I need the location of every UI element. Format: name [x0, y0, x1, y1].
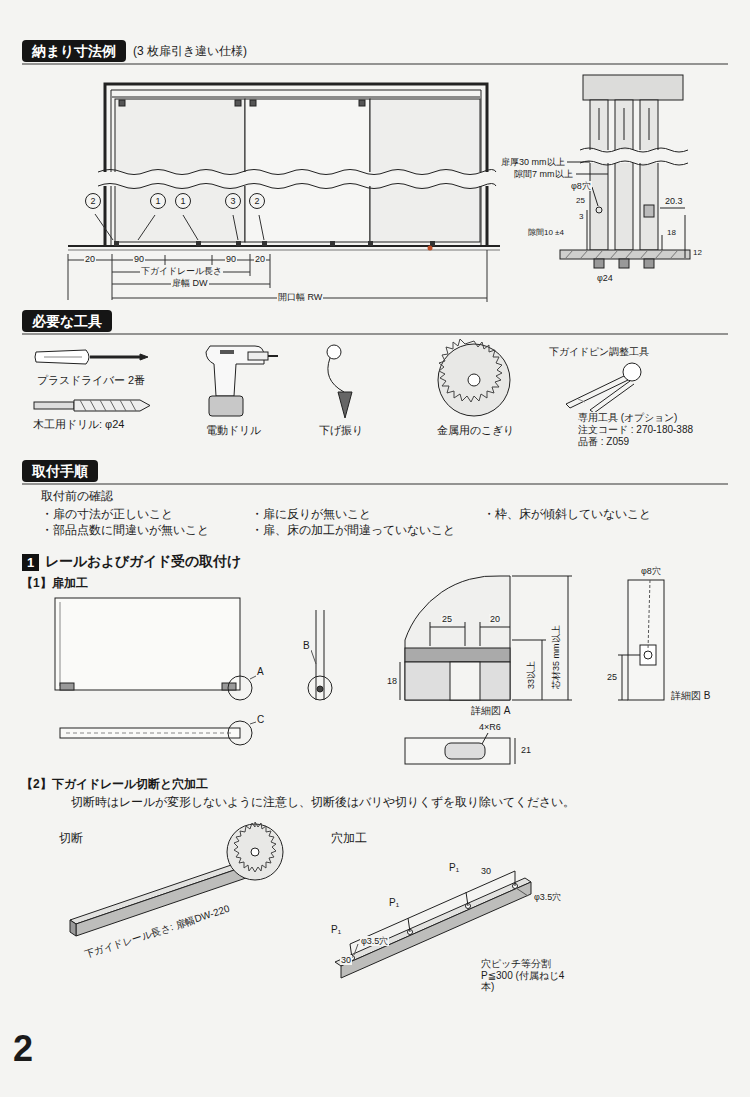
text-label: 20 [84, 254, 96, 264]
text-label: ・扉の寸法が正しいこと [40, 508, 174, 522]
node-text: 必要な工具 [32, 313, 102, 329]
detail-b [618, 580, 664, 700]
text-label: 90 [133, 254, 145, 264]
header-bar: 納まり寸法例 [22, 40, 126, 62]
text-label: 木工用ドリル: φ24 [32, 418, 125, 431]
section-heading: 1 レールおよびガイド受の取付け [22, 553, 241, 571]
text-label: 25 [606, 672, 618, 682]
text-label: 下ガイドレール長さ [140, 266, 223, 276]
text-label: 18 [386, 676, 398, 686]
text-label: 20.3 [664, 196, 684, 206]
node-text: 3 [230, 196, 235, 206]
node-text: 納まり寸法例 [32, 43, 116, 59]
text-label: 専用工具 (オプション) [577, 412, 678, 424]
text-label: P₁ [388, 897, 400, 909]
text-label: 隙間10 ±4 [527, 228, 565, 237]
text-label: 穴ピッチ等分割 P≦300 (付属ねじ4本) [480, 958, 574, 993]
text-label: ・扉、床の加工が間違っていないこと [250, 524, 456, 538]
text-label: 30 [340, 955, 352, 965]
text-label: 切断 [58, 832, 84, 846]
text-label: P₁ [330, 924, 342, 936]
text-label: 電動ドリル [205, 424, 262, 437]
node-text: 2 [90, 196, 95, 206]
text-label: 【1】扉加工 [20, 577, 89, 591]
text-label: B [302, 640, 311, 652]
text-label: 21 [520, 745, 532, 755]
detail-a [400, 576, 572, 764]
callout-number: 2 [85, 193, 101, 209]
node-text: 2 [254, 196, 259, 206]
text-label: 金属用のこぎり [436, 424, 515, 437]
text-label: ・部品点数に間違いが無いこと [40, 524, 210, 538]
text-label: φ8穴 [640, 566, 662, 576]
text-label: (3 枚扉引き違い仕様) [132, 45, 248, 59]
text-label: 隙間7 mm以上 [513, 169, 574, 179]
text-label: C [256, 714, 265, 726]
text-label: φ24 [596, 273, 614, 283]
text-label: φ3.5穴 [533, 892, 562, 902]
callout-number: 3 [225, 193, 241, 209]
node-text: 取付手順 [32, 463, 88, 479]
text-label: 20 [489, 614, 501, 624]
header-bar: 取付手順 [22, 460, 98, 482]
text-label: 25 [441, 614, 453, 624]
text-label: 3 [578, 212, 584, 221]
text-label: 切断時はレールが変形しないように注意し、切断後はバリや切りくずを取り除いてくださ… [70, 796, 576, 810]
text-label: φ8穴 [570, 181, 592, 191]
door-elevation [68, 84, 500, 302]
text-label: 下ガイドピン調整工具 [548, 346, 650, 358]
page-number: 2 [12, 1028, 34, 1069]
text-label: 4×R6 [478, 722, 502, 732]
text-label: 詳細図 A [470, 705, 511, 717]
door-processing [55, 598, 332, 745]
text-label: 扉厚30 mm以上 [500, 157, 566, 167]
text-label: 90 [225, 254, 237, 264]
node-text: 1 [180, 196, 185, 206]
tool-drill-bit [34, 400, 150, 411]
text-label: P₁ [448, 862, 460, 874]
text-label: 下げ振り [318, 424, 364, 437]
text-label: 芯材35 mm以上 [551, 624, 561, 690]
text-label: 25 [575, 196, 586, 205]
tool-plumb-bob [327, 345, 352, 418]
text-label: φ3.5穴 [360, 936, 389, 946]
text-label: 12 [692, 248, 703, 257]
callout-number: 2 [249, 193, 265, 209]
section-view [560, 75, 690, 268]
node-text: 1 [155, 196, 160, 206]
text-label: ・扉に反りが無いこと [250, 508, 372, 522]
text-label: 扉幅 DW [171, 278, 209, 288]
text-label: A [256, 666, 265, 678]
text-label: 詳細図 B [670, 690, 711, 702]
text-label: 33以上 [526, 660, 536, 690]
text-label: ・枠、床が傾斜していないこと [482, 508, 652, 522]
tool-electric-drill [206, 346, 278, 416]
text-label: 18 [666, 228, 677, 237]
callout-number: 1 [150, 193, 166, 209]
header-bar: 必要な工具 [22, 310, 112, 332]
text-label: プラスドライバー 2番 [36, 374, 146, 387]
step-number: 1 [22, 554, 39, 571]
tool-saw-blade [438, 339, 510, 416]
text-label: 注文コード : 270-180-388 [577, 424, 694, 436]
text-label: 開口幅 RW [277, 292, 323, 302]
section-rules [22, 64, 728, 484]
tool-guide-pin-adjuster [566, 363, 641, 413]
step-title: レールおよびガイド受の取付け [45, 553, 241, 571]
text-label: 穴加工 [330, 832, 368, 846]
callout-number: 1 [175, 193, 191, 209]
tool-screwdriver [35, 350, 148, 364]
text-label: 【2】下ガイドレール切断と穴加工 [20, 778, 209, 792]
text-label: 30 [480, 866, 492, 876]
text-label: 取付前の確認 [40, 490, 114, 504]
text-label: 20 [254, 254, 266, 264]
text-label: 品番 : Z059 [577, 436, 630, 448]
